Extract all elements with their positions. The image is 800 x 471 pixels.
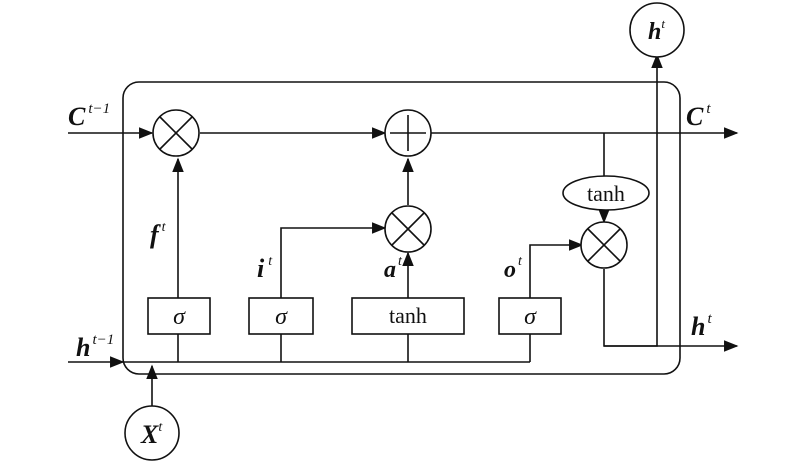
- input-multiply-node: [384, 205, 432, 253]
- h-prev-sup: t−1: [92, 332, 114, 348]
- h-output-sup: t: [661, 16, 665, 31]
- a-gate-base: a: [384, 257, 396, 283]
- h-prev-base: h: [76, 333, 90, 362]
- input-gate-line: [280, 222, 387, 298]
- h-next-base: h: [691, 312, 705, 341]
- i-gate-base: i: [257, 254, 265, 283]
- i-gate-sup: t: [268, 254, 273, 269]
- c-prev-base: C: [68, 102, 86, 131]
- forget-sigma-box: [147, 297, 211, 335]
- output-sigma-text: σ: [524, 304, 537, 330]
- input-sigma-text: σ: [275, 304, 288, 330]
- f-gate-base: f: [150, 220, 161, 249]
- output-gate-line: [529, 239, 584, 298]
- a-gate-sup: t: [398, 254, 403, 269]
- input-sigma-box: [248, 297, 314, 335]
- x-input-label: Xt: [140, 420, 163, 449]
- x-input-sup: t: [158, 420, 163, 435]
- forget-sigma-text: σ: [173, 304, 186, 330]
- forget-multiply-node: [152, 109, 200, 157]
- c-next-base: C: [686, 102, 704, 131]
- o-gate-sup: t: [518, 254, 523, 269]
- lstm-cell-border: [122, 81, 681, 375]
- h-output-node: [629, 2, 685, 58]
- f-gate-sup: t: [162, 220, 167, 235]
- h-output-label: ht: [648, 16, 665, 45]
- h-output-base: h: [648, 19, 661, 45]
- output-multiply-node: [580, 221, 628, 269]
- output-sigma-box: [498, 297, 562, 335]
- o-gate-base: o: [504, 257, 516, 283]
- cell-add-node: [384, 109, 432, 157]
- c-prev-sup: t−1: [88, 101, 110, 117]
- hidden-output-line: [603, 269, 739, 352]
- cell-tanh-text: tanh: [587, 181, 625, 206]
- candidate-tanh-text: tanh: [389, 303, 427, 328]
- hidden-top-output-line: [604, 53, 663, 347]
- h-next-sup: t: [707, 311, 712, 327]
- c-next-sup: t: [706, 101, 711, 117]
- x-input-base: X: [140, 420, 159, 449]
- cell-tanh-ellipse: [562, 175, 650, 211]
- x-input-node: [124, 405, 180, 461]
- candidate-tanh-box: [351, 297, 465, 335]
